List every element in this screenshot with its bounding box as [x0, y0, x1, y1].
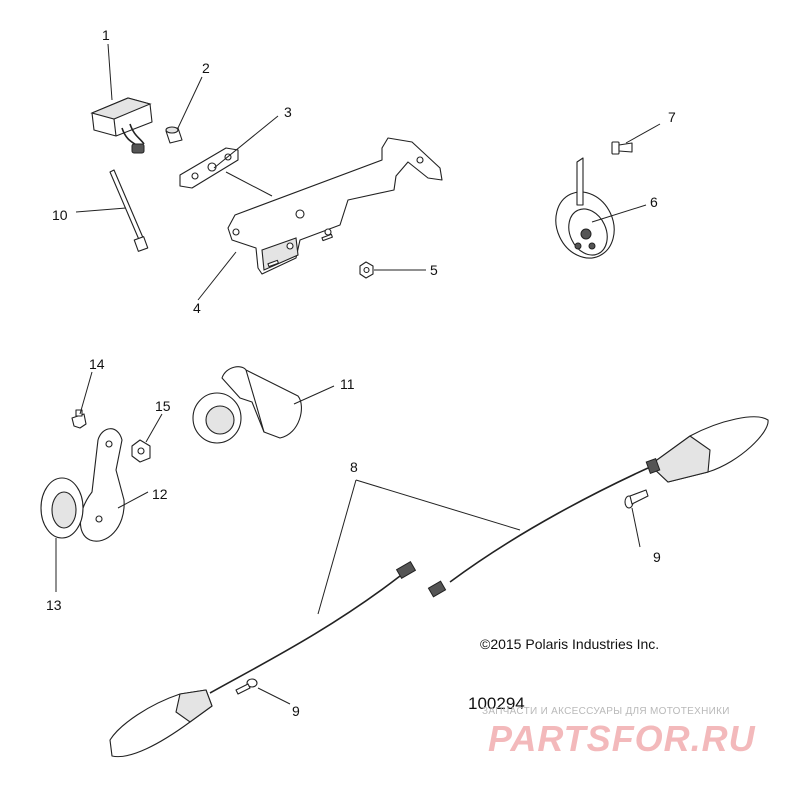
leader-lines — [55, 43, 661, 705]
callout-8: 8 — [350, 459, 358, 475]
screw-part-9-upper — [624, 489, 649, 509]
callout-9-upper: 9 — [653, 549, 661, 565]
drawing-number: 100294 — [468, 694, 525, 713]
callout-3: 3 — [284, 104, 292, 120]
screw-part-9-lower — [235, 678, 258, 695]
cable-tie-part — [109, 169, 149, 252]
copyright-notice: ©2015 Polaris Industries Inc. — [480, 636, 660, 652]
reflector-bracket-part-12 — [79, 428, 125, 542]
callout-7: 7 — [668, 109, 676, 125]
nut-part-15 — [131, 439, 151, 463]
callout-11: 11 — [340, 376, 355, 392]
reflector-part-13 — [40, 477, 84, 539]
watermark-logo: PARTSFOR.RU — [488, 718, 756, 759]
license-lamp-part — [90, 97, 153, 154]
watermark-tagline: ЗАПЧАСТИ И АКСЕССУАРЫ ДЛЯ МОТОТЕХНИКИ — [482, 706, 730, 717]
callout-5: 5 — [430, 262, 438, 278]
turn-signal-assembly-part — [109, 416, 769, 758]
screw-part-7 — [611, 141, 633, 155]
callout-14: 14 — [89, 356, 105, 372]
callout-12: 12 — [152, 486, 168, 502]
callout-6: 6 — [650, 194, 658, 210]
plate-part — [179, 147, 239, 189]
callout-9-lower: 9 — [292, 703, 300, 719]
callout-4: 4 — [193, 300, 201, 316]
horn-part — [555, 157, 615, 259]
callout-13: 13 — [46, 597, 62, 613]
callout-15: 15 — [155, 398, 171, 414]
mounting-bracket-part — [227, 137, 443, 275]
spacer-part — [165, 126, 183, 144]
callout-10: 10 — [52, 207, 68, 223]
fastener-part-14 — [71, 409, 87, 429]
reflector-bracket-part-11 — [192, 366, 302, 444]
callout-1: 1 — [102, 27, 110, 43]
nut-part — [359, 261, 374, 279]
callout-2: 2 — [202, 60, 210, 76]
